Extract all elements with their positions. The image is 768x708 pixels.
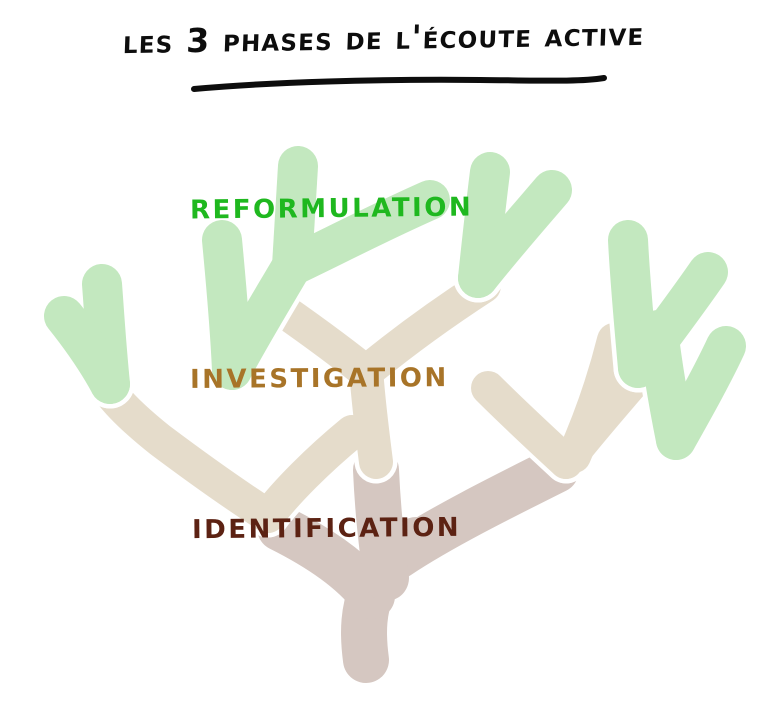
tree-trunk-group xyxy=(252,442,584,688)
title-underline-icon xyxy=(191,75,607,92)
phase-label-reformulation: Reformulation xyxy=(189,181,474,228)
phase-label-identification: Identification xyxy=(191,501,462,548)
tree-mid-branch-group xyxy=(88,264,660,538)
title-block: Les 3 Phases de l'Écoute Active xyxy=(0,14,768,61)
tree-top-branch-group xyxy=(39,141,751,465)
page-title: Les 3 Phases de l'Écoute Active xyxy=(122,13,646,62)
phase-label-investigation: Investigation xyxy=(189,352,449,397)
